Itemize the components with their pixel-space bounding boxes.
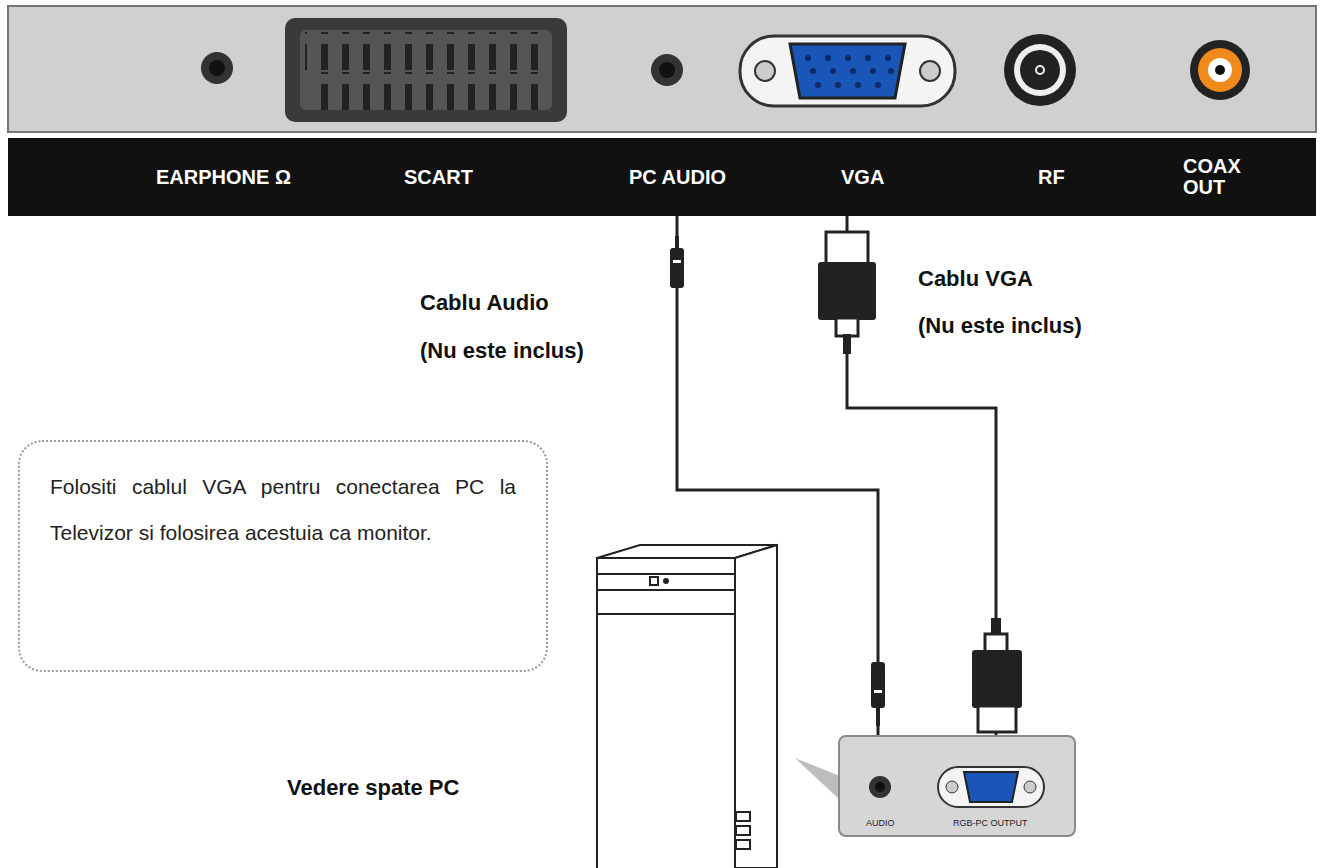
cable-label: Cablu VGA (918, 266, 1033, 292)
pc-port-panel: AUDIO RGB-PC OUTPUT (838, 735, 1076, 837)
port-label-band: EARPHONE Ω SCART PC AUDIO VGA RF COAX OUT (8, 138, 1316, 216)
vga-port (740, 36, 955, 106)
scart-port (285, 18, 567, 122)
rf-port (1004, 34, 1076, 106)
cable-note: (Nu este inclus) (420, 338, 584, 364)
tv-panel (8, 6, 1316, 132)
coax-port (1190, 40, 1250, 100)
port-label: AUDIO (866, 818, 895, 828)
pc-audio-jack (651, 54, 683, 86)
cable-label: Cablu Audio (420, 290, 549, 316)
cable-note: (Nu este inclus) (918, 313, 1082, 339)
port-label: VGA (841, 166, 884, 189)
port-label: COAX OUT (1183, 156, 1263, 198)
view-label: Vedere spate PC (287, 775, 459, 801)
port-label: RGB-PC OUTPUT (953, 818, 1028, 828)
port-label: RF (1038, 166, 1065, 189)
pc-tower (597, 545, 777, 868)
note-text: Folositi cablul VGA pentru conectarea PC… (20, 442, 546, 578)
audio-plug (670, 236, 684, 288)
note-box: Folositi cablul VGA pentru conectarea PC… (18, 440, 548, 672)
audio-plug (871, 662, 885, 726)
callout-wedge (795, 758, 840, 800)
port-label: PC AUDIO (629, 166, 726, 189)
port-label: SCART (404, 166, 473, 189)
vga-plug (818, 232, 876, 354)
vga-plug (972, 618, 1022, 732)
port-label: EARPHONE Ω (156, 166, 291, 189)
earphone-jack (201, 52, 233, 84)
